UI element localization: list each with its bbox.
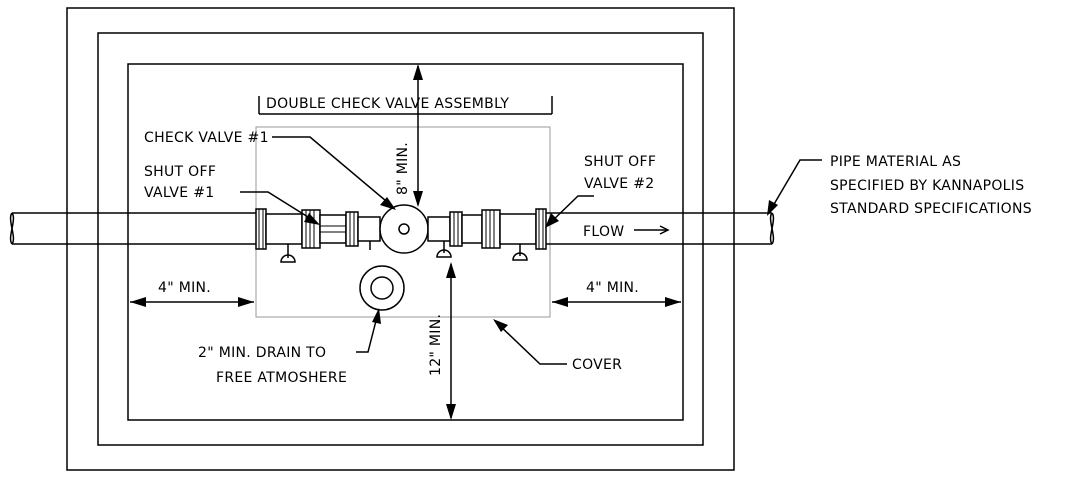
shut-off-1-label-line2: VALVE #1 — [144, 185, 214, 201]
shut-off-2-leader — [545, 195, 594, 228]
outlet-pipe — [540, 212, 775, 245]
cover-label: COVER — [572, 357, 622, 373]
dim-8-min — [413, 64, 423, 207]
flow-label: FLOW — [583, 224, 624, 240]
dim-4-min-right-label: 4" MIN. — [586, 280, 639, 296]
cover-leader — [493, 319, 567, 365]
flow-arrow — [634, 225, 670, 235]
dim-4-min-left-label: 4" MIN. — [158, 280, 211, 296]
drain-leader — [356, 308, 381, 353]
dim-12-min-label: 12" MIN. — [428, 314, 444, 376]
shut-off-2-label-line2: VALVE #2 — [584, 176, 654, 192]
assembly-label: DOUBLE CHECK VALVE ASSEMBLY — [266, 96, 509, 112]
shut-off-1-label-line1: SHUT OFF — [144, 164, 216, 180]
check-valve-body — [379, 204, 452, 258]
shut-off-valve-1 — [255, 208, 381, 263]
pipe-material-leader — [767, 159, 822, 216]
pipe-material-label-line1: PIPE MATERIAL AS — [830, 154, 961, 170]
pipe-material-label-line3: STANDARD SPECIFICATIONS — [830, 201, 1032, 217]
check-valve-1-label: CHECK VALVE #1 — [144, 130, 269, 146]
drain-label-line2: FREE ATMOSHERE — [216, 370, 347, 386]
dim-4-min-right — [552, 297, 681, 307]
shut-off-2-label-line1: SHUT OFF — [584, 154, 656, 170]
dim-12-min — [446, 262, 456, 420]
drain-fitting — [359, 265, 405, 311]
vault-outer-wall — [66, 7, 735, 471]
check-valve-1-leader — [272, 136, 396, 210]
shut-off-valve-2 — [449, 208, 547, 261]
pipe-material-label-line2: SPECIFIED BY KANNAPOLIS — [830, 178, 1024, 194]
drain-label-line1: 2" MIN. DRAIN TO — [198, 345, 326, 361]
inlet-pipe — [9, 212, 262, 245]
dim-4-min-left — [130, 297, 254, 307]
vault-inner-wall — [97, 32, 704, 446]
vault-floor-opening — [127, 63, 684, 421]
shut-off-1-leader — [240, 191, 320, 225]
assembly-dimension-bracket — [258, 96, 553, 115]
dim-8-min-label: 8" MIN. — [395, 142, 411, 195]
